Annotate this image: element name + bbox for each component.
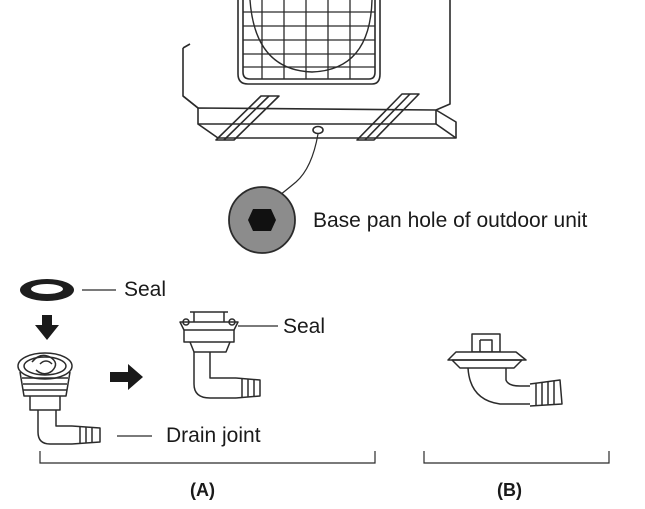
group-a-caption: (A)	[190, 480, 215, 500]
seal-ring-icon	[20, 279, 74, 301]
right-foot	[356, 93, 420, 141]
fan-grille-frame	[237, 0, 381, 85]
down-arrow-icon	[35, 315, 59, 340]
base-drain-hole	[312, 125, 324, 135]
fan-arc	[249, 0, 373, 73]
seal-label-left: Seal	[124, 278, 167, 301]
drain-joint-assembled	[179, 311, 261, 399]
drain-joint-b	[447, 333, 563, 407]
drain-joint-left	[17, 352, 101, 445]
group-b-caption: (B)	[497, 480, 522, 500]
outdoor-unit	[182, 0, 457, 141]
right-arrow-icon	[110, 364, 143, 390]
fan-grille-bars	[243, 0, 375, 79]
base-pan-hole-icon	[228, 186, 296, 254]
bracket-b	[423, 451, 610, 464]
bracket-a	[39, 451, 376, 464]
hole-leader-line	[275, 133, 319, 199]
base-pan-hole-label: Base pan hole of outdoor unit	[313, 209, 588, 232]
drain-joint-label: Drain joint	[166, 424, 261, 447]
left-foot	[215, 95, 280, 141]
seal-label-right: Seal	[283, 315, 326, 338]
